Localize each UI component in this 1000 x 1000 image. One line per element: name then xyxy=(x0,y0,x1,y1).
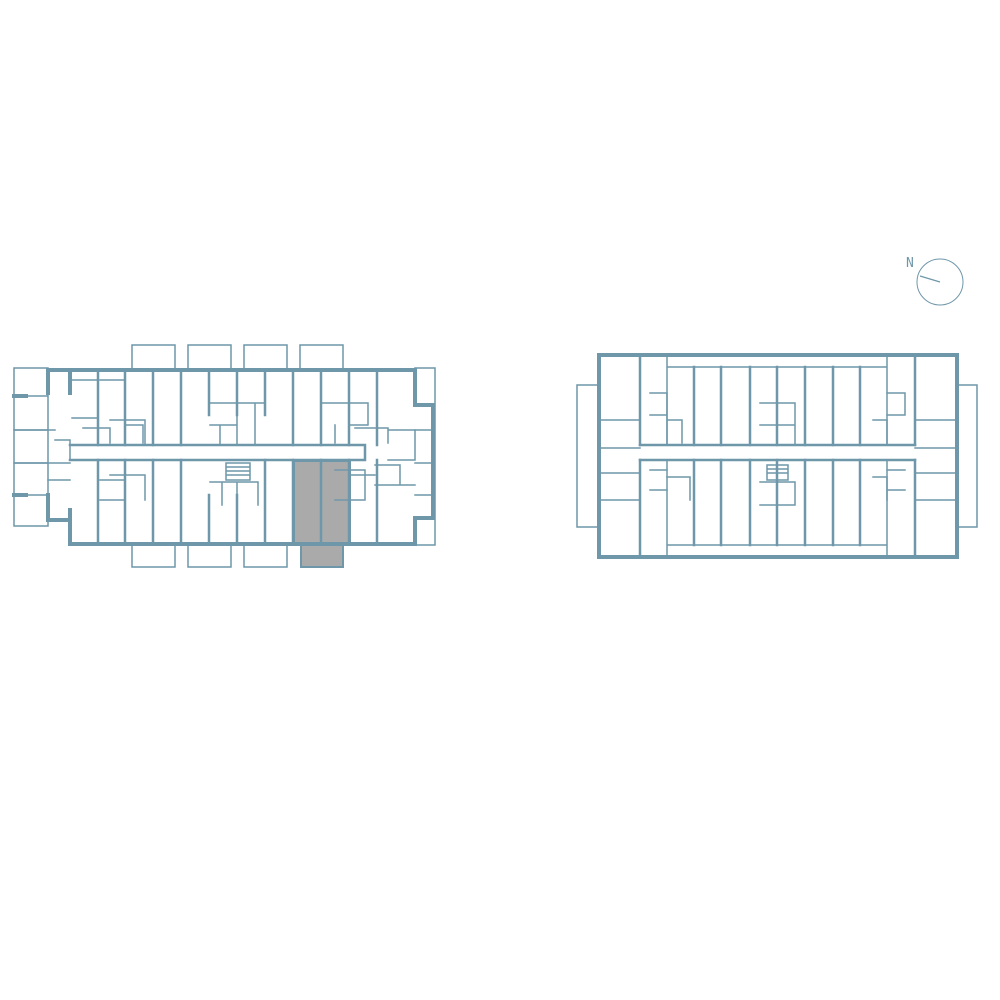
side-balconies-right xyxy=(576,384,978,528)
compass-icon xyxy=(916,258,964,306)
south-unit-walls xyxy=(96,458,379,546)
east-balconies xyxy=(414,367,436,546)
compass-north-label: N xyxy=(906,256,914,271)
building-right[interactable] xyxy=(576,353,978,559)
unit-walls-right xyxy=(638,353,917,559)
interior-rooms xyxy=(13,379,416,506)
exterior-wall-right xyxy=(597,353,959,559)
compass-needle xyxy=(919,275,941,283)
compass-circle xyxy=(916,258,964,306)
north-balconies xyxy=(131,344,344,369)
stair xyxy=(225,462,251,481)
interior-rooms-right xyxy=(598,392,958,506)
building-left[interactable] xyxy=(12,344,436,568)
south-balconies xyxy=(131,543,344,568)
corridor xyxy=(68,443,367,462)
stair-right xyxy=(766,464,789,481)
exterior-wall xyxy=(12,368,435,546)
corridor-right xyxy=(638,443,917,462)
west-balconies xyxy=(13,367,49,527)
